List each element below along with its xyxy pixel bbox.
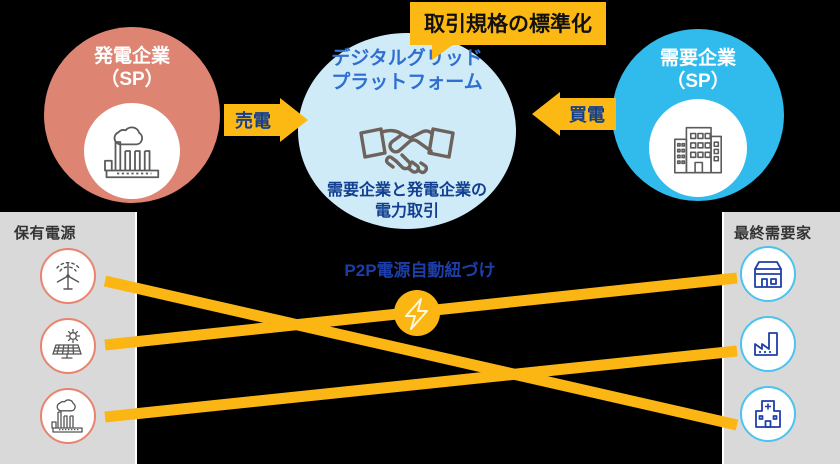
buy-arrow-body: 買電 — [558, 98, 616, 130]
digital-grid-platform-node: デジタルグリッド プラットフォーム 需要企業と発電企業の 電力取引 — [298, 33, 516, 229]
solar-panel-icon — [40, 318, 96, 374]
factory-icon — [740, 316, 796, 372]
buy-power-arrow: 買電 — [532, 92, 616, 136]
platform-title: デジタルグリッド プラットフォーム — [298, 47, 516, 96]
sell-arrow-head — [280, 98, 308, 142]
p2p-matching-label: P2P電源自動紐づけ — [344, 261, 496, 280]
lightning-bolt-icon — [405, 298, 428, 330]
standardization-callout: 取引規格の標準化 — [410, 2, 606, 60]
demander-label-line2: （SP） — [666, 71, 730, 93]
callout-text: 取引規格の標準化 — [424, 13, 592, 36]
buy-arrow-label: 買電 — [569, 105, 605, 125]
platform-title-line1: デジタルグリッド — [331, 48, 483, 69]
thermal-plant-icon — [40, 388, 96, 444]
sell-power-arrow: 売電 — [224, 98, 308, 142]
platform-title-line2: プラットフォーム — [331, 72, 483, 94]
wind-turbine-icon — [40, 248, 96, 304]
generator-icon-holder — [84, 103, 180, 199]
sell-arrow-body: 売電 — [224, 104, 282, 136]
platform-caption-line1: 需要企業と発電企業の — [326, 182, 487, 200]
platform-caption: 需要企業と発電企業の 電力取引 — [298, 181, 516, 223]
demander-label-line1: 需要企業 — [659, 48, 736, 69]
demand-company-node: 需要企業 （SP） — [612, 29, 784, 201]
demander-label: 需要企業 （SP） — [612, 47, 784, 93]
generator-label-line2: （SP） — [100, 69, 164, 91]
handshake-icon — [355, 117, 459, 186]
lightning-node — [394, 290, 440, 336]
platform-caption-line2: 電力取引 — [374, 203, 439, 221]
p2p-link-line-2 — [104, 345, 738, 423]
generator-label-line1: 発電企業 — [93, 46, 170, 67]
callout-tail — [432, 44, 454, 60]
retail-store-icon — [740, 246, 796, 302]
hospital-icon — [740, 386, 796, 442]
right-panel-title: 最終需要家 — [734, 225, 812, 242]
sell-arrow-label: 売電 — [235, 111, 271, 131]
p2p-link-line-0 — [103, 275, 739, 431]
buy-arrow-head — [532, 92, 560, 136]
left-panel-title: 保有電源 — [14, 225, 77, 242]
generator-company-node: 発電企業 （SP） — [44, 27, 220, 203]
generator-label: 発電企業 （SP） — [44, 45, 220, 91]
demander-icon-holder — [649, 99, 747, 197]
